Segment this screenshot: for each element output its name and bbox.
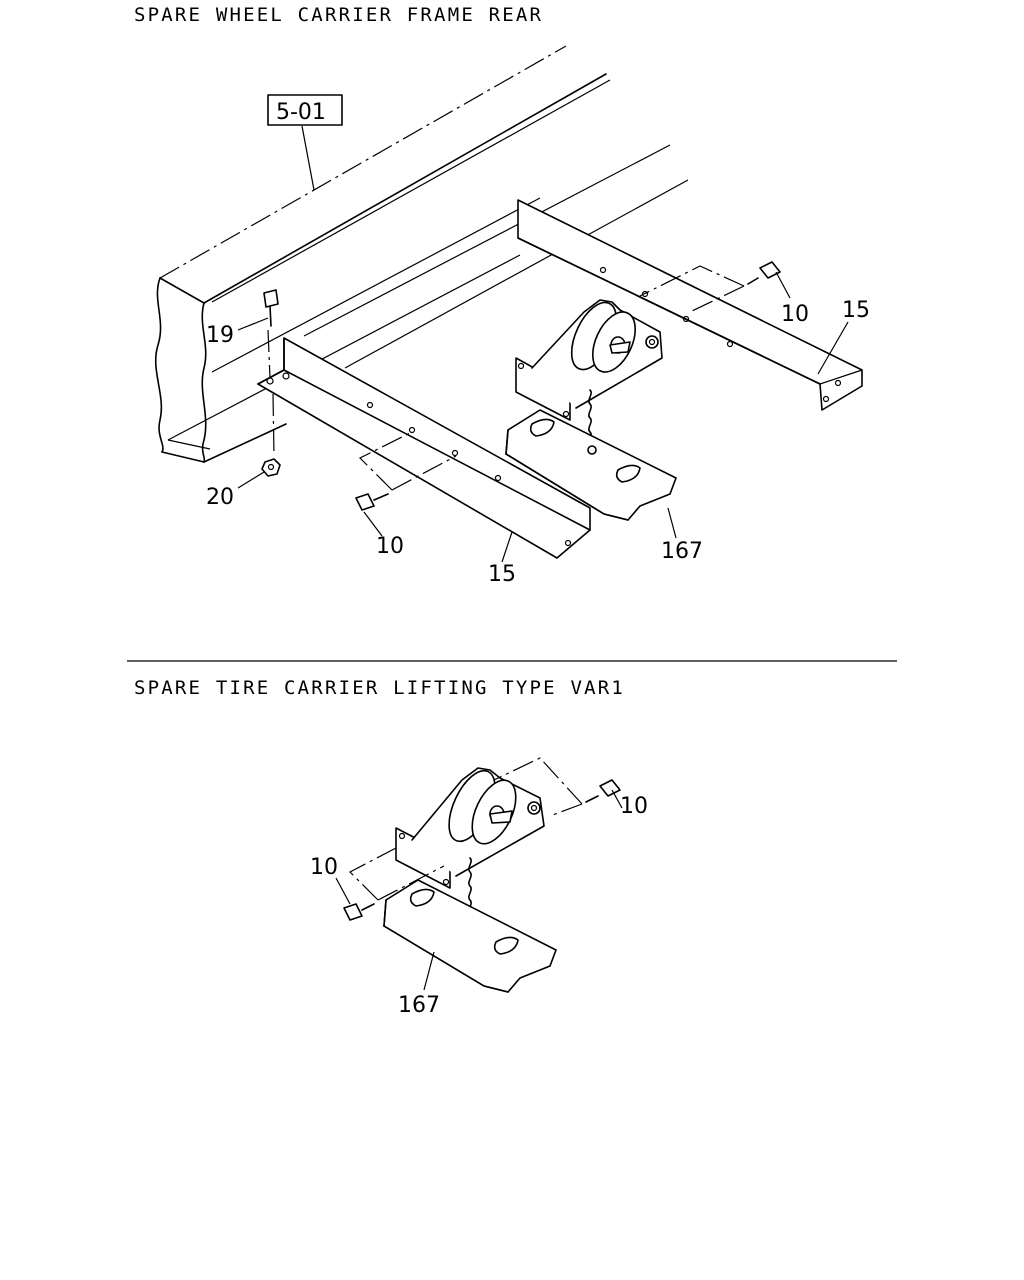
bolt-10-right[interactable]: [639, 261, 781, 313]
chain-var1: [468, 857, 472, 915]
reference-box[interactable]: [267, 94, 343, 126]
reference-leader: [301, 125, 315, 191]
bolt-10-left[interactable]: [355, 431, 457, 511]
angle-bracket-left[interactable]: [257, 337, 591, 559]
bolt-10-lower-var1[interactable]: [343, 847, 445, 921]
nut-20[interactable]: [261, 393, 281, 477]
bolt-19[interactable]: [263, 289, 279, 379]
callout-15-left: 15: [488, 562, 516, 587]
callout-167-var1: 167: [398, 993, 440, 1018]
winch-assembly[interactable]: [515, 296, 663, 447]
callout-10-upper-var1: 10: [620, 794, 648, 819]
callout-10-right: 10: [781, 302, 809, 327]
carrier-plate-167[interactable]: [505, 409, 677, 521]
callout-20: 20: [206, 485, 234, 510]
callout-10-left: 10: [376, 534, 404, 559]
section-2-title: SPARE TIRE CARRIER LIFTING TYPE VAR1: [134, 677, 625, 699]
angle-bracket-right[interactable]: [517, 199, 863, 411]
winch-assembly-var1[interactable]: [395, 764, 545, 915]
frame-rail: [154, 45, 689, 463]
callout-19: 19: [206, 323, 234, 348]
callout-167: 167: [661, 539, 703, 564]
bolt-10-upper-var1[interactable]: [493, 757, 621, 817]
callout-15-right: 15: [842, 298, 870, 323]
callout-10-lower-var1: 10: [310, 855, 338, 880]
reference-label: 5-01: [276, 100, 326, 125]
section-1-title: SPARE WHEEL CARRIER FRAME REAR: [134, 4, 543, 26]
carrier-plate-167-var1[interactable]: [383, 879, 557, 993]
